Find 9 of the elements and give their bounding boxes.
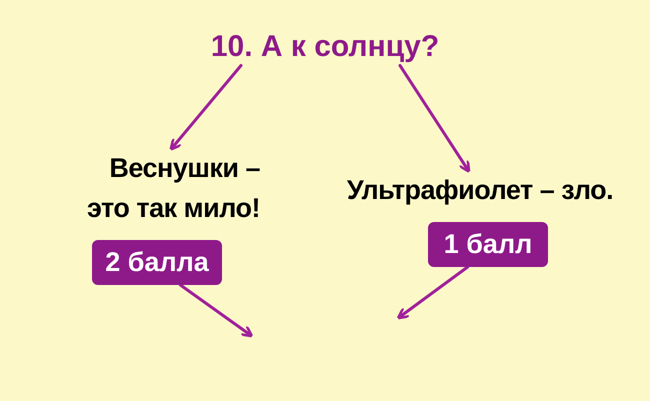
question-heading: 10. А к солнцу? (175, 28, 475, 66)
score-badge: 1 балл (428, 222, 548, 267)
arrow (169, 64, 242, 151)
answer-text: Веснушки – это так мило! (60, 148, 260, 228)
score-badge: 2 балла (92, 240, 222, 285)
arrow (398, 64, 470, 173)
arrow (396, 266, 470, 320)
arrow (178, 284, 254, 338)
answer-text: Ультрафиолет – зло. (330, 170, 630, 210)
